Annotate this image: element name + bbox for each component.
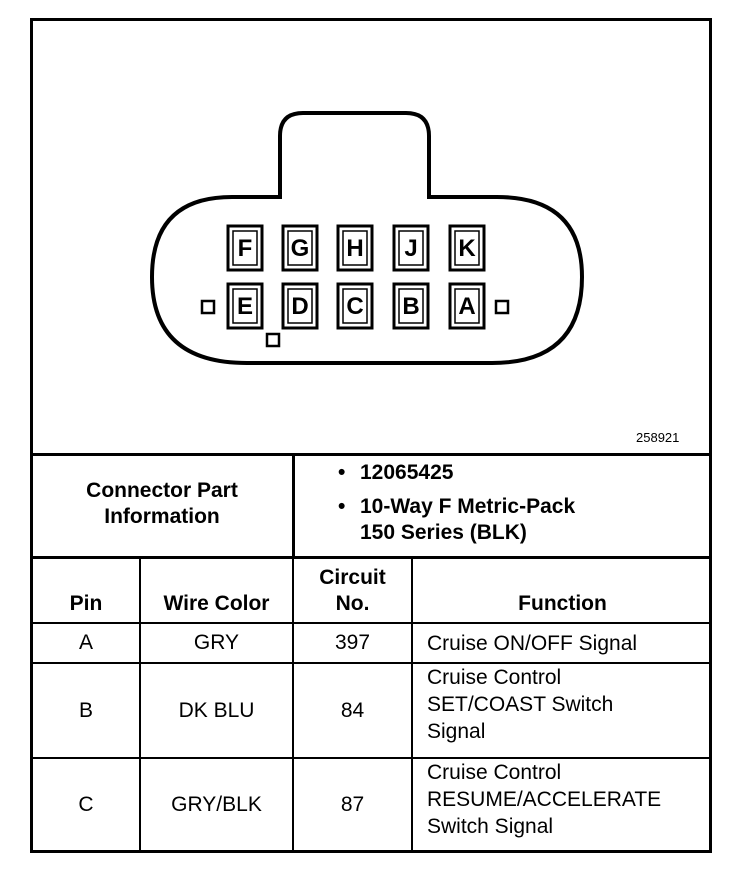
connector-part-list: • 12065425 • 10-Way F Metric-Pack 150 Seri… — [338, 460, 575, 546]
pin-label-e: E — [237, 293, 253, 320]
left-latch-square — [200, 299, 216, 315]
connector-face-drawing: F G H J K E D C B A — [149, 111, 585, 365]
connector-part-info-label: Connector Part Information — [33, 478, 291, 530]
function-line: SET/COAST Switch — [427, 693, 614, 716]
diagram-frame — [30, 18, 712, 853]
row-b-bottom-rule — [30, 757, 712, 759]
pin-cavity-e: E — [226, 282, 264, 330]
wire-column-divider — [292, 556, 294, 853]
part-info-label-line2: Information — [104, 505, 220, 528]
pin-cavity-f: F — [226, 224, 264, 272]
pin-label-g: G — [291, 235, 310, 262]
bottom-key-square — [265, 332, 281, 348]
pin-label-a: A — [458, 293, 475, 320]
connector-body-outline — [149, 111, 585, 365]
wire-color-cell: GRY — [193, 631, 240, 654]
function-cell: Cruise Control RESUME/ACCELERATE Switch … — [413, 759, 712, 850]
part-info-label-line1: Connector Part — [86, 479, 238, 502]
bullet-icon: • — [338, 495, 346, 518]
part-number: 12065425 — [360, 461, 454, 484]
header-circuit-line1: Circuit — [319, 566, 386, 589]
function-cell: Cruise ON/OFF Signal — [413, 624, 712, 662]
pin-label-h: H — [346, 235, 363, 262]
part-description-line1: 10-Way F Metric-Pack — [360, 495, 576, 518]
pin-cell: B — [78, 698, 93, 722]
pin-cavity-c: C — [336, 282, 374, 330]
row-a-bottom-rule — [30, 662, 712, 664]
circuit-column-divider — [411, 556, 413, 853]
figure-number: 258921 — [636, 430, 680, 445]
part-description-line2: 150 Series (BLK) — [360, 521, 527, 544]
function-line: Switch Signal — [427, 815, 554, 838]
circuit-cell: 87 — [340, 792, 365, 816]
pin-cavity-d: D — [281, 282, 319, 330]
circuit-cell: 397 — [334, 631, 371, 654]
wire-color-cell: DK BLU — [178, 698, 255, 722]
function-line: Signal — [427, 720, 486, 743]
header-pin: Pin — [69, 592, 103, 615]
function-cell: Cruise Control SET/COAST Switch Signal — [413, 664, 712, 757]
pin-label-b: B — [402, 293, 419, 320]
function-line: Cruise Control — [427, 666, 562, 689]
pin-label-k: K — [458, 235, 476, 262]
header-circuit-line2: No. — [335, 592, 370, 615]
pin-label-j: J — [404, 235, 417, 262]
pin-cell: A — [78, 631, 93, 654]
pin-column-divider — [139, 556, 141, 853]
pin-cavity-a: A — [448, 282, 486, 330]
header-circuit-no: Circuit No. — [294, 560, 411, 622]
pin-cavity-g: G — [281, 224, 319, 272]
function-line: Cruise ON/OFF Signal — [427, 631, 638, 655]
pin-label-f: F — [238, 235, 253, 262]
function-line: Cruise Control — [427, 761, 562, 784]
pin-cell: C — [78, 792, 94, 816]
part-info-bottom-rule — [30, 556, 712, 559]
function-line: RESUME/ACCELERATE — [427, 788, 662, 811]
pin-cavity-k: K — [448, 224, 486, 272]
wire-color-cell: GRY/BLK — [171, 792, 262, 816]
circuit-cell: 84 — [340, 698, 365, 722]
pin-label-c: C — [346, 293, 363, 320]
pin-cavity-j: J — [392, 224, 430, 272]
part-info-divider — [292, 453, 295, 559]
pin-cavity-h: H — [336, 224, 374, 272]
header-function: Function — [518, 592, 607, 615]
pin-label-d: D — [291, 293, 308, 320]
pin-cavity-b: B — [392, 282, 430, 330]
header-wire-color: Wire Color — [163, 592, 270, 615]
right-latch-square — [494, 299, 510, 315]
table-top-rule — [30, 453, 712, 456]
bullet-icon: • — [338, 461, 346, 484]
header-bottom-rule — [30, 622, 712, 624]
